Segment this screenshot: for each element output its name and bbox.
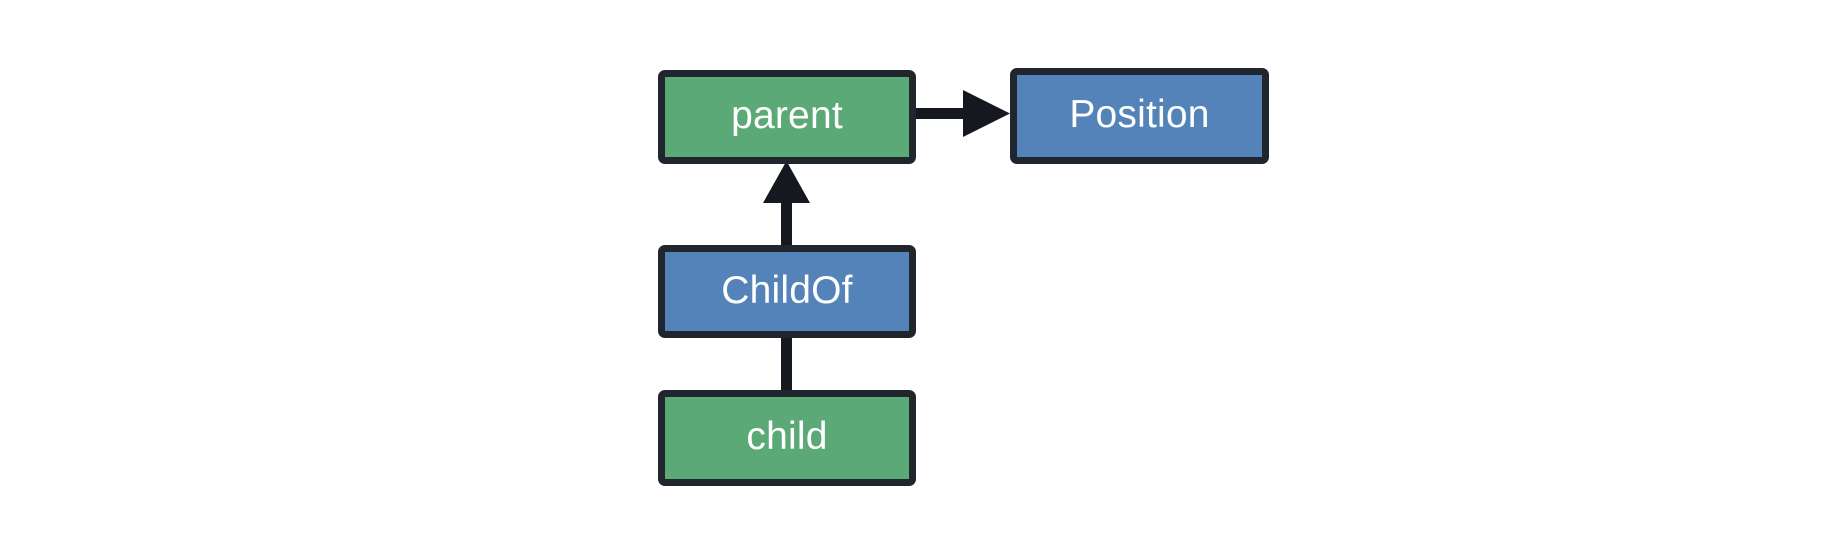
node-position-label: Position xyxy=(1069,93,1210,136)
node-position[interactable]: Position xyxy=(1010,68,1269,164)
edge-childof-to-parent-arrowhead xyxy=(763,161,810,203)
edge-child-to-childof xyxy=(781,337,792,391)
edge-parent-to-position-shaft xyxy=(916,108,988,119)
edge-child-to-childof-shaft xyxy=(781,337,792,391)
node-childof-label: ChildOf xyxy=(721,268,853,312)
node-child-label: child xyxy=(746,415,828,458)
node-childof[interactable]: ChildOf xyxy=(658,245,916,338)
node-parent[interactable]: parent xyxy=(658,70,916,164)
node-parent-label: parent xyxy=(731,94,843,137)
edge-childof-to-parent xyxy=(763,161,810,246)
node-child[interactable]: child xyxy=(658,390,916,486)
edge-childof-to-parent-shaft xyxy=(781,196,792,246)
edge-parent-to-position-arrowhead xyxy=(963,90,1010,137)
edge-parent-to-position xyxy=(916,90,1010,137)
